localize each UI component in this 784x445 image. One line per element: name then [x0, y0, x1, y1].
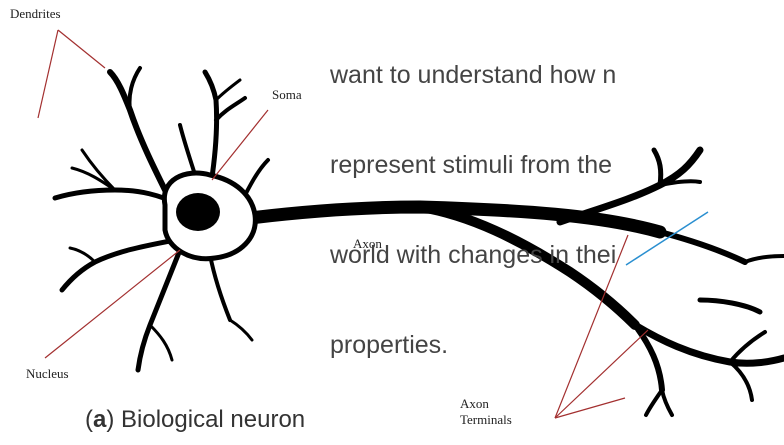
- caption-text: want to understand how n represent stimu…: [330, 0, 784, 390]
- axon-terminals-label-line2: Terminals: [460, 412, 512, 428]
- figure-caption-rest: ) Biological neuron: [106, 406, 305, 433]
- nucleus-label: Nucleus: [26, 366, 69, 382]
- dendrites-label: Dendrites: [10, 6, 61, 22]
- figure-caption-letter: a: [93, 406, 106, 433]
- caption-line: want to understand how n: [330, 60, 784, 90]
- caption-line: properties.: [330, 330, 784, 360]
- caption-line: represent stimuli from the: [330, 150, 784, 180]
- figure-caption-open: (: [85, 406, 93, 433]
- dendrites-leader-2: [38, 30, 58, 118]
- soma-label: Soma: [272, 87, 302, 103]
- caption-line: world with changes in thei: [330, 240, 784, 270]
- axon-terminals-label-line1: Axon: [460, 396, 489, 412]
- figure-caption: (a) Biological neuron: [85, 405, 305, 435]
- nucleus-shape: [176, 193, 220, 231]
- dendrites-leader-1: [58, 30, 105, 68]
